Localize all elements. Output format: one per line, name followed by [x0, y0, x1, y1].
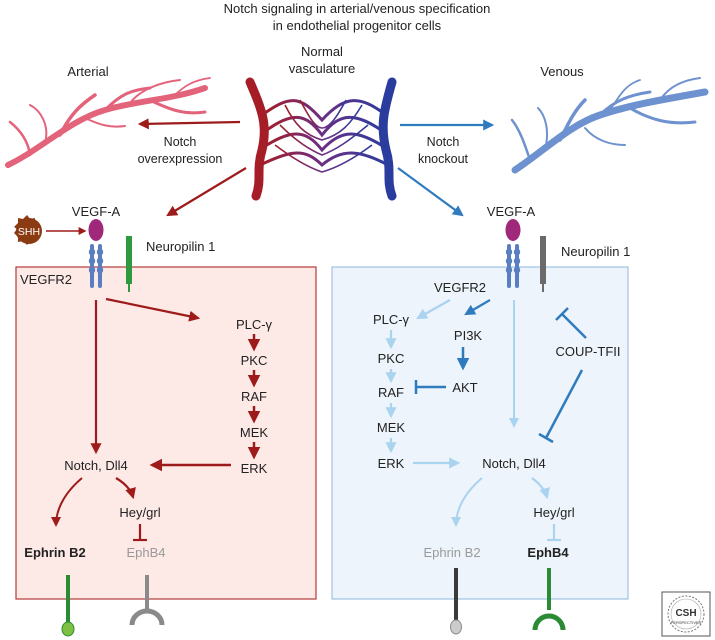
venous-neuropilin-label: Neuropilin 1: [561, 244, 630, 259]
arterial-ephrinb2-ligand: [61, 575, 75, 637]
csh-perspectives-logo: CSH PERSPECTIVES: [661, 591, 711, 637]
venous-plc-label: PLC-γ: [373, 312, 410, 327]
arterial-ephb4-receptor: [129, 575, 165, 626]
notch-overexpression-line2: overexpression: [138, 152, 223, 166]
arrow-notch-to-ephrinb2-venous: [451, 477, 483, 527]
arterial-vessels-illustration: [5, 77, 211, 168]
venous-ephb4-label: EphB4: [527, 545, 569, 560]
venous-mek-label: MEK: [377, 420, 406, 435]
venous-ephb4-receptor: [532, 568, 566, 631]
diagram-title-line2: in endothelial progenitor cells: [273, 18, 442, 33]
venous-erk-label: ERK: [378, 456, 405, 471]
arterial-mek-label: MEK: [240, 425, 269, 440]
venous-vegfa-ligand: [505, 219, 521, 241]
logo-csh-text: CSH: [675, 608, 696, 619]
venous-ephrinb2-label: Ephrin B2: [423, 545, 480, 560]
inhibit-coup-to-neuropilin: [561, 313, 587, 339]
arterial-pkc-label: PKC: [241, 353, 268, 368]
venous-raf-label: RAF: [378, 385, 404, 400]
venous-vessels-illustration: [510, 77, 709, 174]
venous-neuropilin-receptor: [540, 236, 546, 292]
arterial-vegfr2-label: VEGFR2: [20, 272, 72, 287]
venous-akt-label: AKT: [452, 380, 477, 395]
arterial-vegfr2-receptor: [88, 244, 104, 288]
arterial-notch-label: Notch, Dll4: [64, 458, 128, 473]
arterial-neuropilin-receptor: [126, 236, 132, 292]
arterial-ephrinb2-label: Ephrin B2: [24, 545, 85, 560]
arterial-vegfa-label: VEGF-A: [72, 204, 121, 219]
inhibit-coup-to-notch: [544, 369, 584, 439]
notch-knockout-line2: knockout: [418, 152, 469, 166]
arterial-label: Arterial: [67, 64, 108, 79]
notch-overexpression-line1: Notch: [164, 135, 197, 149]
arterial-vegfa-ligand: [88, 219, 104, 241]
arrow-notch-to-ephrinb2: [51, 477, 83, 527]
diagram-title-line1: Notch signaling in arterial/venous speci…: [224, 1, 491, 16]
arrow-notch-to-hey: [115, 477, 136, 500]
arterial-hey-label: Hey/grl: [119, 505, 160, 520]
shh-label: SHH: [18, 226, 40, 238]
venous-panel: [331, 266, 629, 600]
notch-knockout-line1: Notch: [427, 135, 460, 149]
arterial-neuropilin-label: Neuropilin 1: [146, 239, 215, 254]
venous-coup-tfii-label: COUP-TFII: [556, 344, 621, 359]
venous-vegfa-label: VEGF-A: [487, 204, 536, 219]
arrow-vegfr2-to-plc: [105, 297, 201, 322]
arrow-overexpression-to-arterial-panel: [166, 167, 247, 217]
arrow-vegfr2-to-pi3k: [464, 299, 491, 316]
arrow-knockout-to-venous-panel: [397, 167, 464, 217]
arterial-raf-label: RAF: [241, 389, 267, 404]
arrow-notch-to-hey-venous: [531, 477, 550, 500]
venous-pi3k-label: PI3K: [454, 328, 483, 343]
venous-notch-label: Notch, Dll4: [482, 456, 546, 471]
arterial-plc-label: PLC-γ: [236, 317, 273, 332]
venous-label: Venous: [540, 64, 584, 79]
normal-vasculature-illustration: [245, 77, 397, 201]
venous-vegfr2-label: VEGFR2: [434, 280, 486, 295]
shh-badge: SHH: [14, 215, 42, 245]
normal-label-line1: Normal: [301, 44, 343, 59]
venous-vegfr2-receptor: [505, 244, 521, 288]
logo-perspectives-text: PERSPECTIVES: [671, 620, 702, 625]
arrow-vegfr2-to-plc-venous: [416, 299, 451, 320]
venous-hey-label: Hey/grl: [533, 505, 574, 520]
venous-ephrinb2-ligand: [450, 568, 462, 635]
normal-label-line2: vasculature: [289, 61, 355, 76]
arrow-to-arterial: [137, 118, 241, 130]
venous-pkc-label: PKC: [378, 351, 405, 366]
arterial-erk-label: ERK: [241, 461, 268, 476]
arterial-panel: [15, 266, 317, 600]
arterial-ephb4-label: EphB4: [126, 545, 165, 560]
